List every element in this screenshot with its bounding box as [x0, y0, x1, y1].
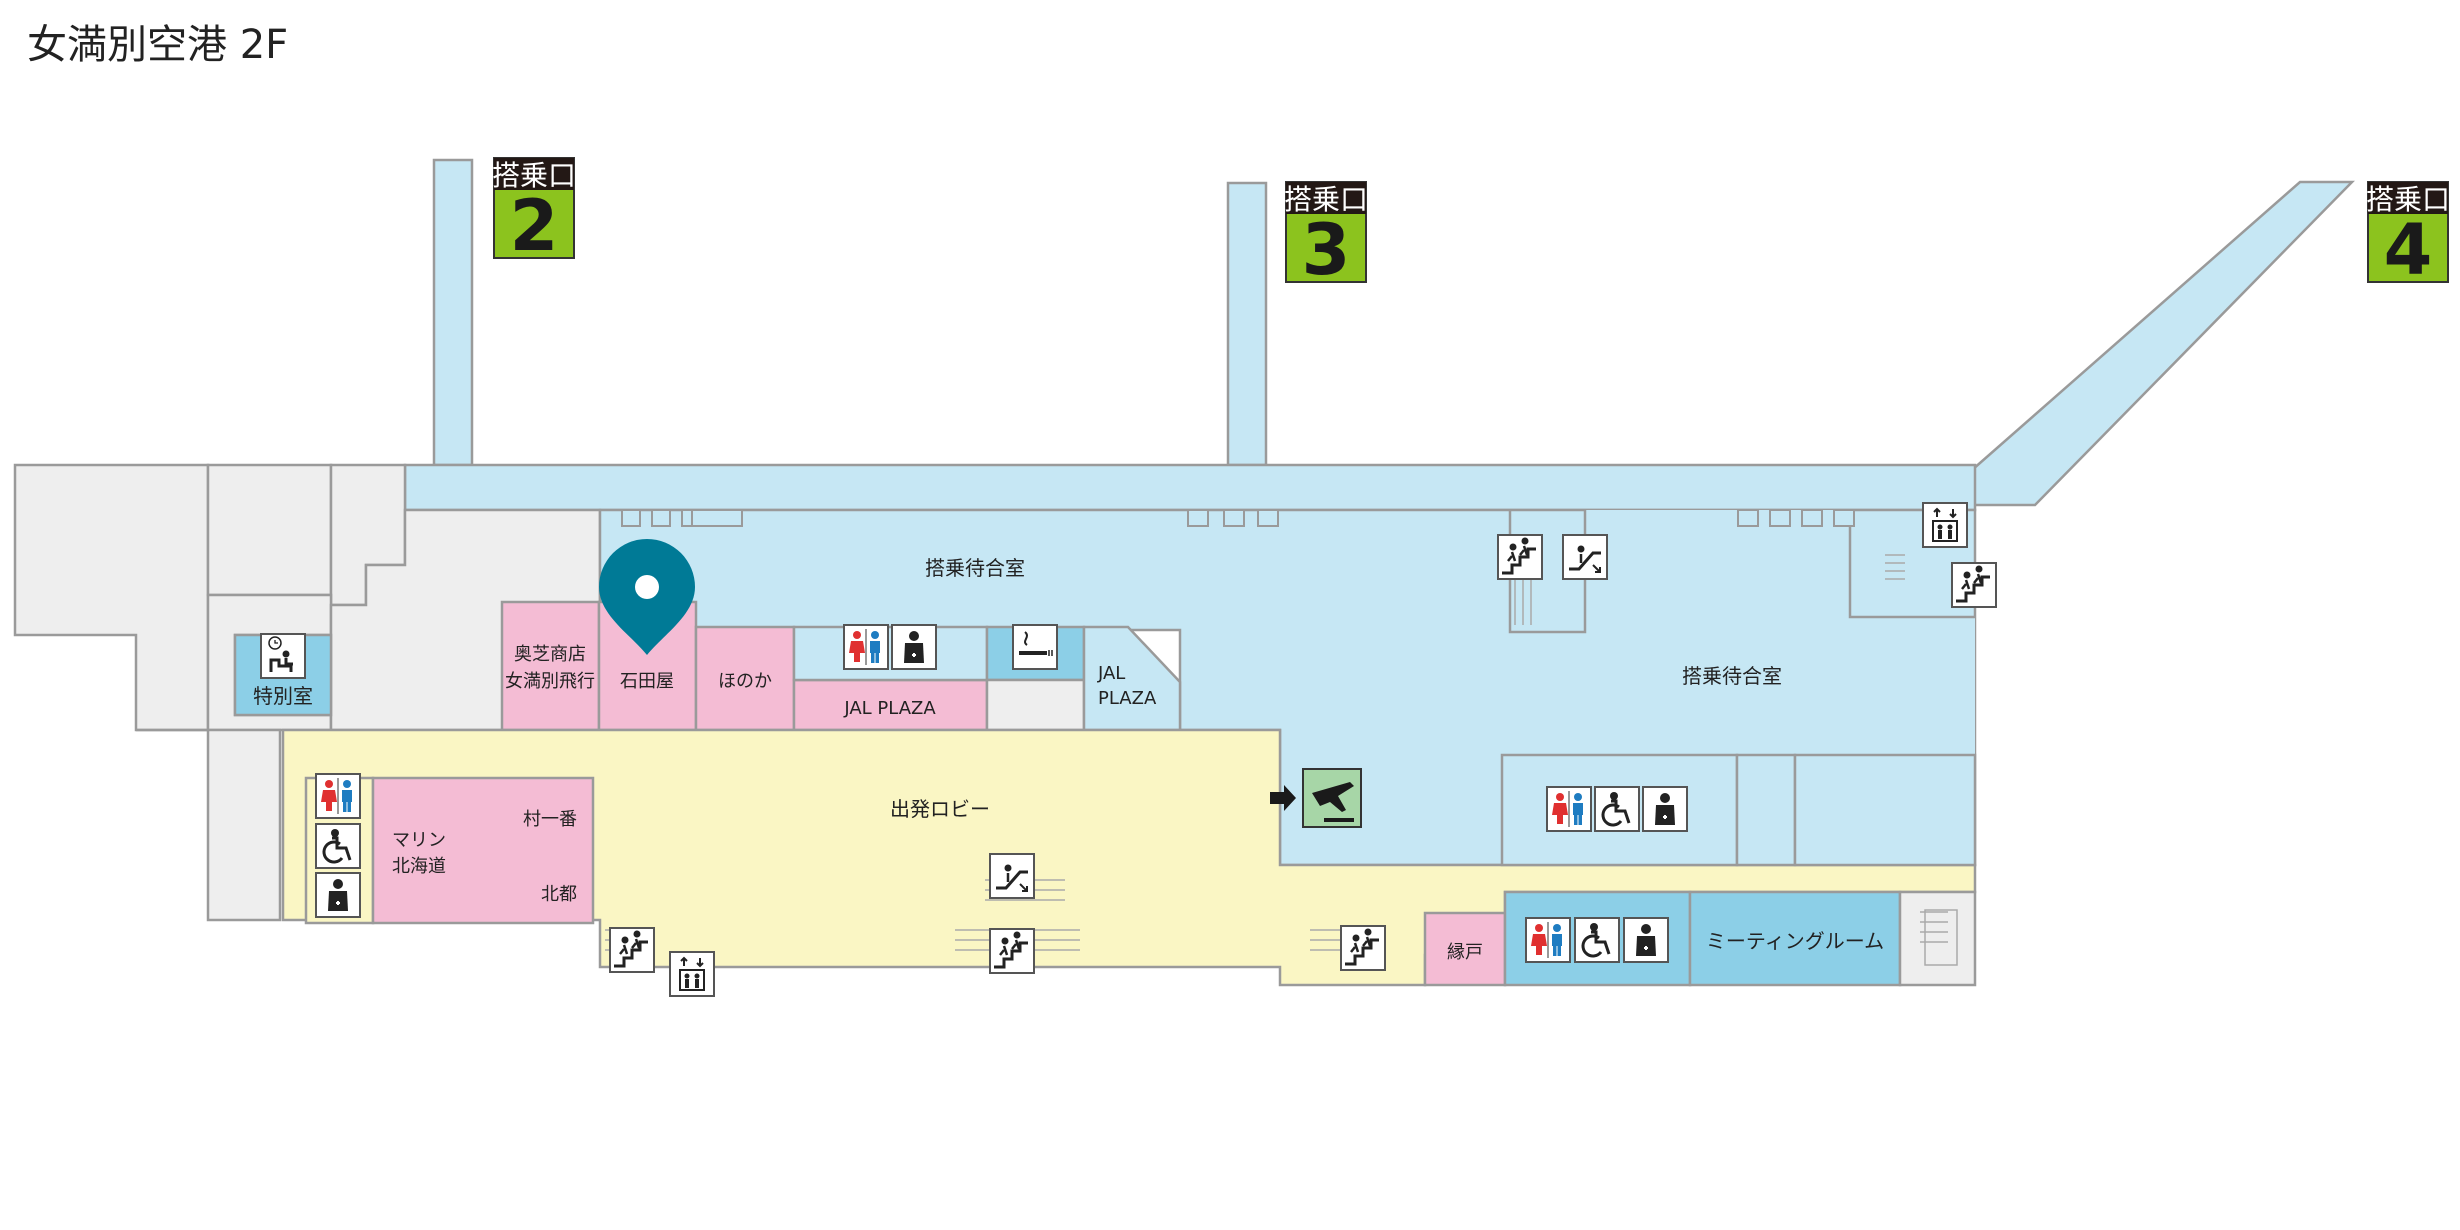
- shop-marine[interactable]: [371, 776, 595, 925]
- toilet-block-north: [792, 625, 989, 682]
- pier-3: [1226, 181, 1268, 467]
- main-corridor: [403, 463, 1977, 512]
- special-room-label: 特別室: [253, 684, 313, 708]
- shop-okushiba-label-1: 奥芝商店: [514, 644, 586, 665]
- waiting-room-label-2: 搭乗待合室: [1682, 664, 1782, 688]
- shop-marine-label-2: 北海道: [392, 856, 446, 877]
- pier-4: [1970, 180, 2355, 507]
- shop-marine-label-1: マリン: [392, 830, 446, 851]
- shop-jal-plaza-2-label-2: PLAZA: [1098, 688, 1157, 709]
- stairs-icon[interactable]: [989, 928, 1035, 974]
- accessible-toilet-icon[interactable]: [1574, 917, 1620, 963]
- shop-engawa[interactable]: [1423, 911, 1507, 987]
- gate-2-number: 2: [510, 185, 559, 267]
- departure-lobby-label: 出発ロビー: [890, 797, 990, 821]
- departure-gate-icon[interactable]: [1302, 768, 1362, 828]
- nursing-room-icon[interactable]: [315, 872, 361, 918]
- lounge-icon: [260, 633, 306, 679]
- neutral-block: [985, 678, 1086, 732]
- departure-arrow-icon: [1270, 785, 1296, 811]
- gate-3-number: 3: [1302, 209, 1351, 291]
- location-pin-icon[interactable]: [599, 539, 695, 655]
- escalator-icon[interactable]: [989, 853, 1035, 899]
- gate-2-label: 搭乗口: [492, 159, 576, 192]
- nursing-room-icon[interactable]: [891, 624, 937, 670]
- toilet-icon[interactable]: [1546, 786, 1592, 832]
- toilet-icon[interactable]: [315, 773, 361, 819]
- shop-hokuto-label: 北都: [541, 884, 577, 905]
- stairs-icon[interactable]: [609, 927, 655, 973]
- waiting-room-label-1: 搭乗待合室: [925, 556, 1025, 580]
- shop-engawa-label: 縁戸: [1447, 942, 1483, 963]
- service-area-west: [13, 463, 602, 922]
- page-title: 女満別空港 2F: [27, 22, 289, 68]
- escalator-icon[interactable]: [1562, 534, 1608, 580]
- gate-4-label: 搭乗口: [2366, 183, 2450, 216]
- meeting-room[interactable]: [1688, 890, 1902, 987]
- accessible-toilet-icon[interactable]: [315, 823, 361, 869]
- elevator-icon[interactable]: [669, 951, 715, 997]
- nursing-room-icon[interactable]: [1642, 786, 1688, 832]
- stairs-icon[interactable]: [1951, 562, 1997, 608]
- gate-3-label: 搭乗口: [1284, 183, 1368, 216]
- stairwell-east: [1898, 890, 1977, 987]
- gate-badge-4: 搭乗口 4: [2366, 181, 2450, 291]
- pier-2: [432, 158, 474, 467]
- stairs-icon[interactable]: [1340, 925, 1386, 971]
- gate-4-number: 4: [2384, 209, 2433, 291]
- shop-jal-plaza-2[interactable]: [1082, 625, 1182, 732]
- gate-badge-3: 搭乗口 3: [1284, 181, 1368, 291]
- meeting-room-label: ミーティングルーム: [1706, 929, 1884, 953]
- toilet-icon[interactable]: [1525, 917, 1571, 963]
- accessible-toilet-icon[interactable]: [1594, 786, 1640, 832]
- shop-jal-plaza-1[interactable]: [792, 678, 989, 732]
- nursing-room-icon[interactable]: [1623, 917, 1669, 963]
- shop-honoka-label: ほのか: [718, 671, 772, 692]
- shop-ishidaya-label: 石田屋: [620, 671, 674, 692]
- shop-jal-plaza-1-label: JAL PLAZA: [843, 698, 936, 719]
- toilet-icon[interactable]: [843, 624, 889, 670]
- smoking-area-icon[interactable]: [1012, 624, 1058, 670]
- elevator-icon[interactable]: [1922, 502, 1968, 548]
- shop-okushiba[interactable]: [500, 600, 601, 732]
- shop-okushiba-label-2: 女満別飛行: [505, 671, 595, 692]
- shop-muraichiban-label: 村一番: [523, 809, 577, 830]
- stairs-icon[interactable]: [1497, 534, 1543, 580]
- shop-jal-plaza-2-label-1: JAL: [1097, 663, 1125, 684]
- gate-badge-2: 搭乗口 2: [492, 157, 576, 267]
